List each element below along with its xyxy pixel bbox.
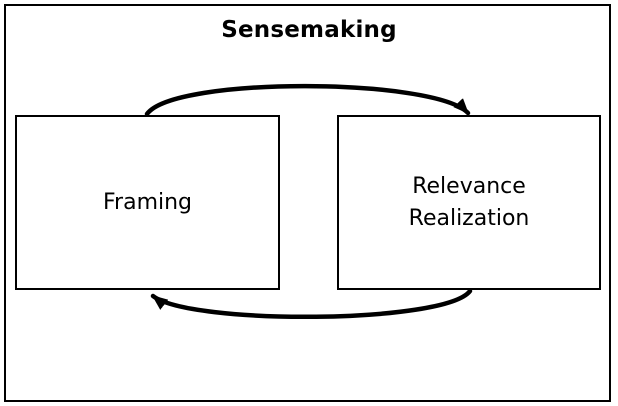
node-relevance-realization: Relevance Realization [337,115,601,290]
node-framing-label: Framing [102,189,193,215]
node-relevance-realization-label-line-2: Realization [408,205,530,231]
diagram-title: Sensemaking [221,17,397,43]
node-framing: Framing [15,115,280,290]
node-relevance-realization-label-line-1: Relevance [412,173,526,199]
